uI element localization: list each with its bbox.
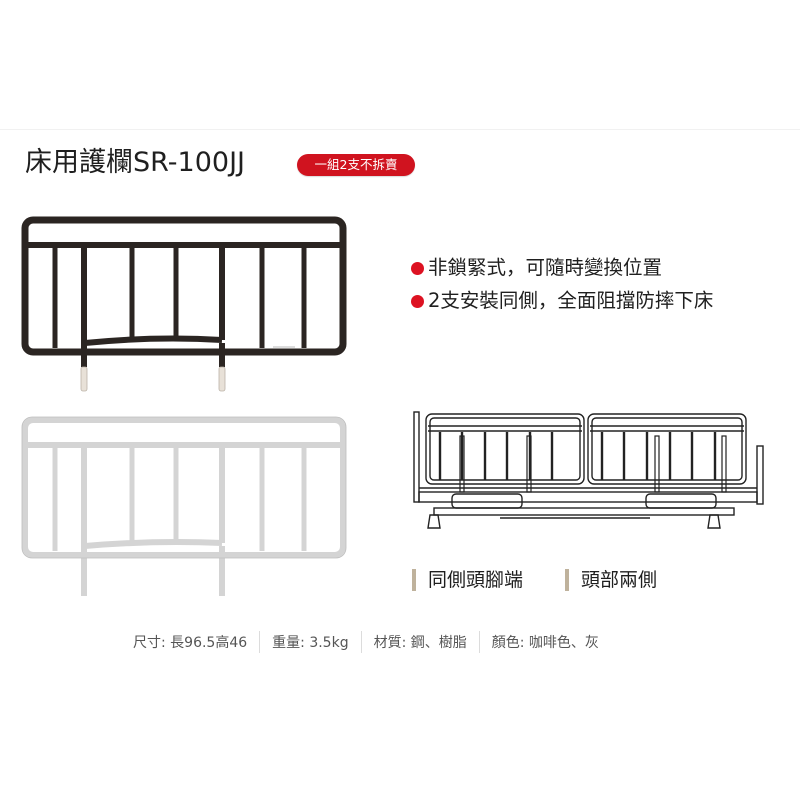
spec-material: 材質: 鋼、樹脂 (373, 635, 467, 651)
spec-divider (360, 631, 362, 653)
side-rail-coffee-image (21, 216, 347, 392)
feature-item: 2支安裝同側，全面阻擋防摔下床 (411, 287, 713, 315)
spec-color: 顏色: 咖啡色、灰 (491, 635, 599, 651)
spec-divider (478, 631, 480, 653)
installation-caption: 同側頭腳端 (412, 566, 523, 594)
spec-weight: 重量: 3.5kg (272, 635, 349, 651)
top-divider (0, 129, 800, 130)
bullet-dot-icon (411, 261, 424, 275)
feature-text: 2支安裝同側，全面阻擋防摔下床 (428, 289, 714, 312)
caption-bar-icon (565, 569, 569, 591)
side-rail-grey-image (21, 416, 347, 596)
feature-text: 非鎖緊式，可隨時變換位置 (428, 256, 663, 279)
installation-caption: 頭部兩側 (565, 566, 657, 594)
caption-text: 頭部兩側 (581, 569, 658, 591)
set-badge: 一組2支不拆賣 (297, 154, 415, 176)
caption-bar-icon (412, 569, 416, 591)
feature-item: 非鎖緊式，可隨時變換位置 (411, 254, 662, 282)
product-title: 床用護欄SR-100JJ (25, 147, 246, 178)
spec-divider (259, 631, 261, 653)
bed-installation-diagram (413, 411, 764, 529)
bullet-dot-icon (411, 294, 424, 308)
spec-row: 尺寸: 長96.5高46 重量: 3.5kg 材質: 鋼、樹脂 顏色: 咖啡色、… (133, 630, 599, 654)
caption-text: 同側頭腳端 (428, 569, 524, 591)
spec-size: 尺寸: 長96.5高46 (133, 635, 248, 651)
